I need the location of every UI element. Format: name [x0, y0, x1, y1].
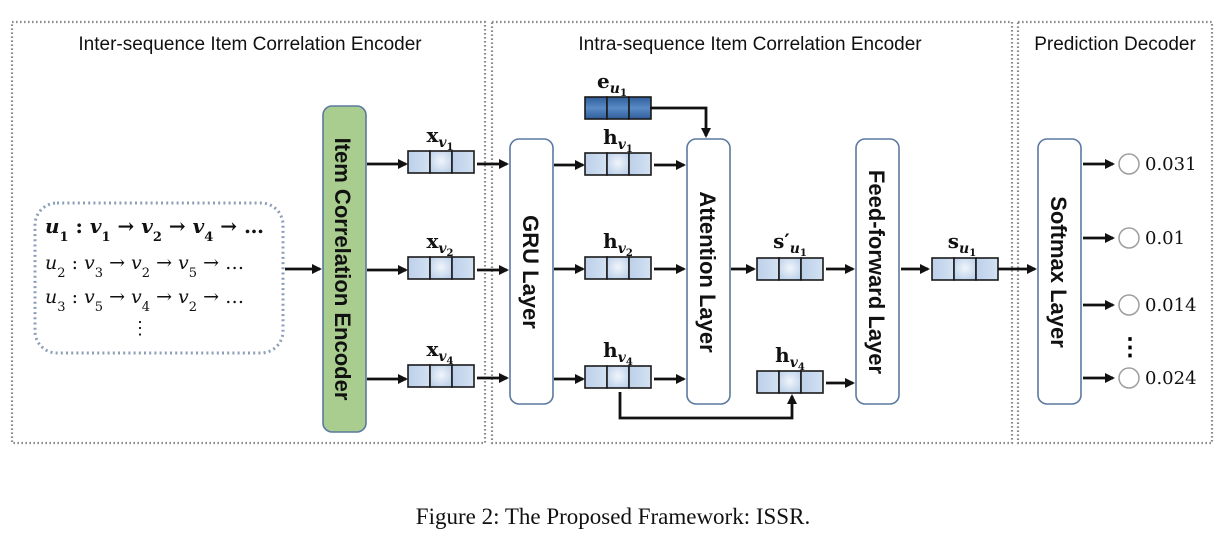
vector-cell: [628, 152, 652, 176]
vector-label: hv2: [603, 229, 633, 259]
vector-cell: [606, 365, 630, 389]
feed-forward-layer-block: Feed-forward Layer: [855, 138, 900, 405]
vector-label: xv2: [426, 229, 453, 259]
vector-cell: [584, 365, 608, 389]
vector-cell: [800, 370, 824, 394]
vector-label: eu1: [597, 69, 627, 99]
vector-label: hv1: [603, 125, 633, 155]
vector-cell: [756, 257, 780, 281]
vector-cell: [931, 257, 955, 281]
vector-cell: [407, 364, 431, 388]
output-item: 0.014: [1083, 294, 1197, 316]
vector-cell: [584, 96, 608, 120]
output-node-icon: [1118, 153, 1140, 175]
output-node-icon: [1118, 367, 1140, 389]
vector-e-u1: eu1: [584, 69, 652, 120]
outputs-vdots: ⋮: [1118, 332, 1142, 361]
vector-cell: [451, 150, 475, 174]
output-item: 0.031: [1083, 153, 1197, 175]
vector-s-prime-u1: s′u1: [756, 229, 824, 281]
vector-cell: [606, 256, 630, 280]
output-probability: 0.014: [1145, 295, 1197, 316]
output-node-icon: [1118, 227, 1140, 249]
panel-title-intra: Intra-sequence Item Correlation Encoder: [578, 34, 922, 55]
user-sequences-box: u1 : v1 → v2 → v4 → … u2 : v3 → v2 → v5 …: [33, 201, 285, 355]
output-item: 0.01: [1083, 227, 1185, 249]
vector-cell: [800, 257, 824, 281]
vector-cell: [606, 152, 630, 176]
vector-label: xv4: [426, 337, 453, 367]
item-correlation-encoder-label: Item Correlation Encoder: [330, 138, 355, 401]
figure-caption: Figure 2: The Proposed Framework: ISSR.: [416, 504, 810, 529]
vector-cell: [628, 365, 652, 389]
output-item: 0.024: [1083, 367, 1197, 389]
output-probability: 0.01: [1145, 228, 1185, 249]
vector-cell: [778, 370, 802, 394]
vector-h-v4: hv4: [584, 338, 652, 389]
vector-s-u1: su1: [931, 229, 999, 281]
feed-forward-layer-label: Feed-forward Layer: [864, 170, 889, 375]
panel-inter-sequence: Inter-sequence Item Correlation Encoder: [10, 20, 487, 445]
sequence-vdots: ⋮: [131, 318, 149, 339]
vector-cell: [407, 256, 431, 280]
output-probability: 0.024: [1145, 368, 1197, 389]
vector-cell: [778, 257, 802, 281]
attention-layer-block: Attention Layer: [686, 138, 731, 405]
vector-label: hv4: [775, 343, 805, 373]
panel-title-inter: Inter-sequence Item Correlation Encoder: [78, 34, 422, 55]
vector-cell: [606, 96, 630, 120]
vector-cell: [429, 364, 453, 388]
arrow-h-v4-skip-connection: [618, 392, 797, 420]
vector-label: s′u1: [773, 229, 807, 259]
vector-label: xv1: [426, 123, 453, 153]
item-correlation-encoder-block: Item Correlation Encoder: [322, 105, 367, 433]
vector-h-v4-skip: hv4: [756, 343, 824, 394]
vector-x-v2: xv2: [407, 229, 475, 280]
sequence-row-3: u3 : v5 → v4 → v2 → …: [45, 286, 244, 315]
vector-label: su1: [948, 229, 976, 259]
output-probability: 0.031: [1145, 154, 1197, 175]
vector-cell: [628, 96, 652, 120]
vector-x-v1: xv1: [407, 123, 475, 174]
output-node-icon: [1118, 294, 1140, 316]
softmax-layer-label: Softmax Layer: [1046, 196, 1071, 348]
panel-title-decoder: Prediction Decoder: [1034, 34, 1196, 55]
attention-layer-label: Attention Layer: [695, 191, 720, 353]
gru-layer-block: GRU Layer: [509, 138, 554, 405]
gru-layer-label: GRU Layer: [518, 215, 543, 329]
arrow-e-u1-to-attention: [650, 106, 711, 138]
vector-cell: [628, 256, 652, 280]
vector-cell: [429, 150, 453, 174]
sequence-row-2: u2 : v3 → v2 → v5 → …: [45, 252, 244, 281]
vector-cell: [407, 150, 431, 174]
panel-intra-sequence: Intra-sequence Item Correlation Encoder: [490, 20, 1014, 445]
vector-cell: [429, 256, 453, 280]
vector-cell: [451, 256, 475, 280]
vector-x-v4: xv4: [407, 337, 475, 388]
vector-cell: [975, 257, 999, 281]
vector-cell: [953, 257, 977, 281]
vector-label: hv4: [603, 338, 633, 368]
vector-cell: [451, 364, 475, 388]
softmax-layer-block: Softmax Layer: [1037, 138, 1082, 405]
sequence-row-1: u1 : v1 → v2 → v4 → …: [45, 214, 264, 245]
arrows: [367, 106, 1037, 420]
vector-cell: [756, 370, 780, 394]
vector-h-v2: hv2: [584, 229, 652, 280]
vector-h-v1: hv1: [584, 125, 652, 176]
vector-cell: [584, 256, 608, 280]
panel-prediction-decoder: Prediction Decoder: [1016, 20, 1214, 445]
vector-cell: [584, 152, 608, 176]
